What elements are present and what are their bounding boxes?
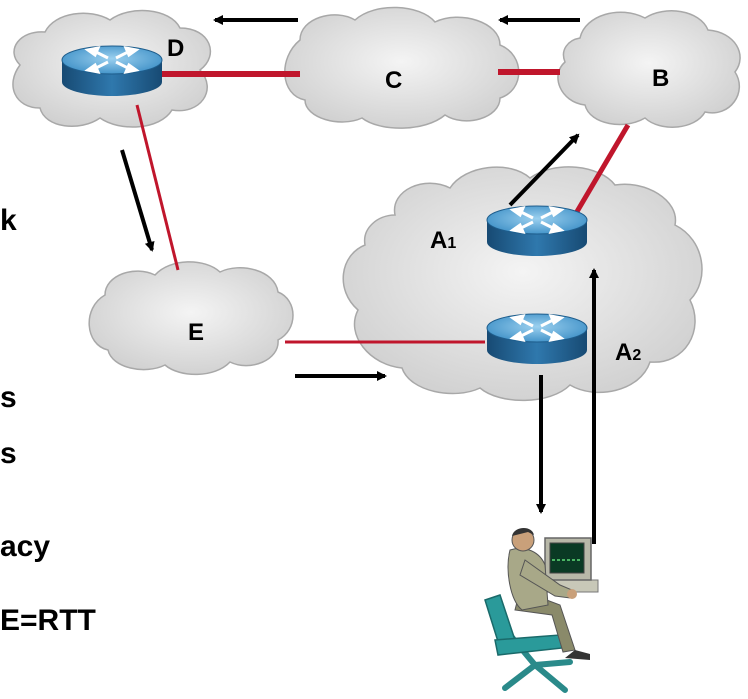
side-text-line-1: k	[0, 204, 17, 237]
cloud-e	[88, 261, 294, 376]
cloud-a	[342, 166, 703, 402]
link-d-e	[135, 104, 180, 271]
label-a2-sub: 2	[632, 347, 641, 364]
label-c: C	[385, 67, 402, 94]
label-b: B	[652, 65, 669, 92]
label-a2: A2	[615, 339, 641, 366]
router-d-icon	[60, 44, 164, 98]
label-e: E	[188, 319, 204, 346]
label-a1-main: A	[430, 227, 447, 254]
cloud-c	[284, 6, 520, 129]
arrow-a1-to-b	[508, 133, 580, 207]
cloud-b	[557, 10, 741, 128]
router-a1-icon	[485, 204, 589, 258]
user-at-workstation-icon	[484, 527, 599, 693]
arrows	[120, 15, 599, 544]
side-text-line-5: E=RTT	[0, 604, 96, 637]
label-a2-main: A	[615, 339, 632, 366]
side-text-line-2: s	[0, 381, 17, 414]
side-text-line-3: s	[0, 437, 17, 470]
link-b-a1	[572, 123, 631, 217]
side-text-line-4: acy	[0, 530, 51, 563]
links	[135, 69, 631, 344]
label-a1: A1	[430, 227, 456, 254]
router-a2-icon	[485, 312, 589, 366]
label-a1-sub: 1	[447, 235, 456, 252]
arrow-d-to-e	[120, 149, 155, 252]
label-d: D	[167, 35, 184, 62]
